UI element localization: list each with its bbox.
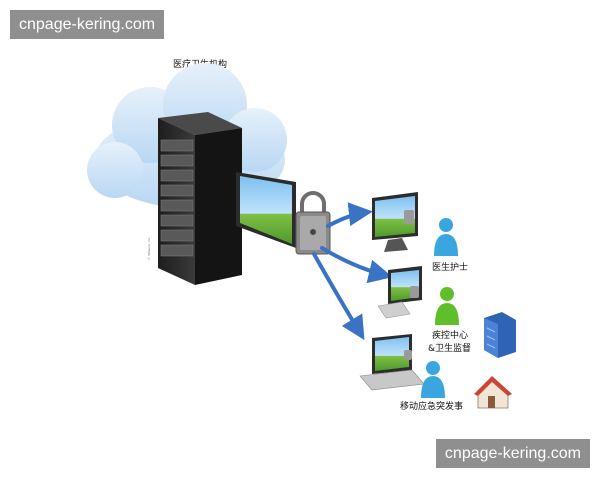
node-label-mobile: 移动应急突发事 [400,400,463,412]
house-icon [474,376,512,409]
connection-arrows [312,202,393,341]
node-label-doctors: 医生护士 [432,261,468,273]
watermark-top: cnpage-kering.com [10,10,165,39]
arrow-to-cdc [320,246,393,284]
desktop-computer-icon [372,192,418,252]
person-icon [434,218,458,256]
building-icon [484,312,516,358]
arrow-to-mobile [312,252,365,341]
person-icon [421,361,445,398]
person-icon [435,287,459,325]
server-badge: © VMware, Inc [147,237,151,260]
monitor-icon [236,172,296,248]
arrow-to-doctors [326,202,373,228]
node-label-cdc-line2: &卫生监督 [428,342,471,354]
node-label-cdc-line1: 疾控中心 [432,329,468,341]
padlock-icon [295,191,331,255]
desktop-computer-icon [377,266,422,319]
watermark-bottom: cnpage-kering.com [435,439,590,468]
server-rack-icon: © VMware, Inc [147,112,242,285]
laptop-icon [359,334,425,391]
